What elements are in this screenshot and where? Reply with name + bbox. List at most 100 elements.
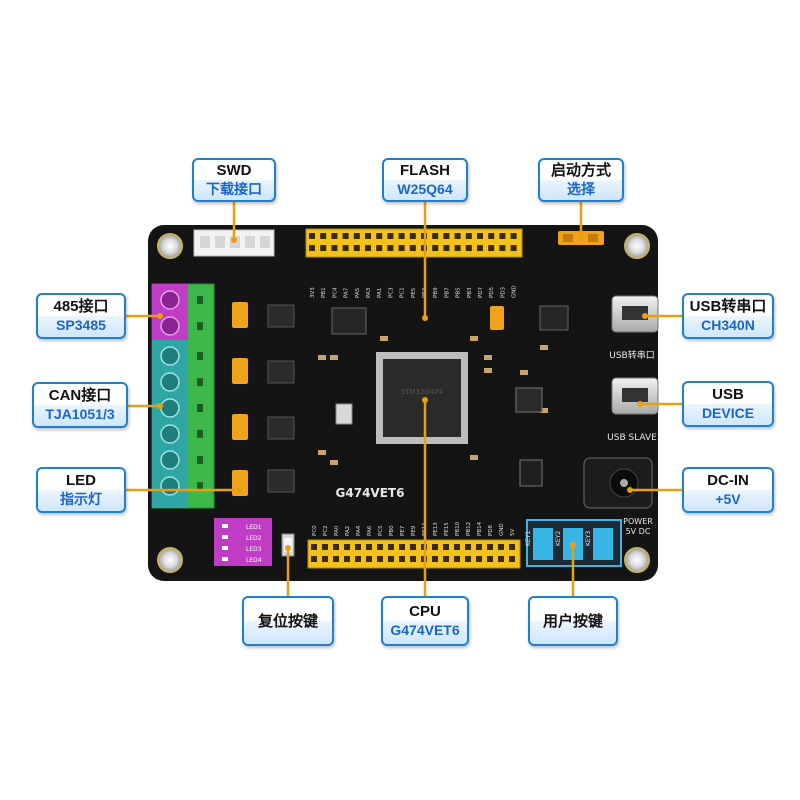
cpu-chip: STM32G474 bbox=[376, 352, 468, 444]
callout-flash-title: FLASH bbox=[400, 162, 450, 179]
callout-boot-title: 启动方式 bbox=[550, 162, 611, 179]
pin-hole bbox=[377, 556, 383, 562]
pin-label: PB0 bbox=[389, 525, 395, 536]
pin-hole bbox=[388, 556, 394, 562]
pin-label: PC4 bbox=[332, 287, 338, 298]
board-model-silk: G474VET6 bbox=[336, 486, 405, 500]
pin-hole bbox=[487, 556, 493, 562]
pin-hole bbox=[320, 233, 327, 239]
pin-hole bbox=[355, 556, 361, 562]
pin-hole bbox=[476, 544, 482, 550]
jumpers-left bbox=[232, 302, 248, 496]
pin-hole bbox=[443, 233, 450, 239]
pin-hole bbox=[432, 245, 439, 251]
jumper-jp2 bbox=[490, 306, 504, 330]
pin-label: PA5 bbox=[355, 287, 361, 298]
callout-led-title: LED bbox=[66, 472, 96, 489]
pin-hole bbox=[377, 544, 383, 550]
pin-hole bbox=[399, 544, 405, 550]
usb-serial-silk: USB转串口 bbox=[609, 349, 654, 361]
pin-hole bbox=[409, 233, 416, 239]
pin-hole bbox=[376, 245, 383, 251]
pin-hole bbox=[499, 245, 506, 251]
pin-label: PB7 bbox=[444, 287, 450, 298]
pin-hole bbox=[443, 544, 449, 550]
callout-led: LED 指示灯 bbox=[36, 467, 126, 513]
pin-hole bbox=[510, 245, 517, 251]
leader-lines bbox=[126, 200, 682, 596]
led-label: LED4 bbox=[246, 557, 262, 564]
callout-usb-device-title: USB bbox=[712, 386, 744, 403]
power-silk: POWER bbox=[623, 517, 653, 526]
callout-reset-title: 复位按键 bbox=[257, 612, 318, 630]
pin-label: PB14 bbox=[477, 521, 483, 536]
pin-hole bbox=[344, 544, 350, 550]
pin-label: PA4 bbox=[356, 525, 362, 536]
pin-label: PC5 bbox=[378, 525, 384, 536]
led-labels: LED1 LED2 LED3 LED4 bbox=[246, 524, 262, 564]
pin-hole bbox=[454, 544, 460, 550]
transceiver-ics bbox=[267, 304, 295, 493]
callout-user-keys-title: 用户按键 bbox=[542, 612, 603, 630]
key-label: KEY3 bbox=[585, 531, 592, 546]
pin-hole bbox=[311, 544, 317, 550]
pin-hole bbox=[376, 233, 383, 239]
pin-label: PD3 bbox=[500, 286, 506, 298]
pin-label: PA3 bbox=[366, 287, 372, 298]
pin-hole bbox=[465, 544, 471, 550]
pin-label: PC3 bbox=[388, 287, 394, 298]
pin-hole bbox=[342, 233, 349, 239]
callout-usb-serial-subtitle: CH340N bbox=[701, 317, 755, 333]
usb-slave-silk: USB SLAVE bbox=[607, 433, 657, 443]
pin-label: PD7 bbox=[478, 286, 484, 298]
callout-swd-title: SWD bbox=[216, 162, 252, 179]
diode bbox=[519, 459, 543, 487]
callout-can: CAN接口 TJA1051/3 bbox=[32, 382, 128, 428]
pin-label: 5V bbox=[510, 529, 516, 536]
pin-hole bbox=[509, 544, 515, 550]
mounting-holes bbox=[157, 233, 650, 573]
callout-cpu: CPU G474VET6 bbox=[381, 596, 469, 646]
pin-hole bbox=[331, 245, 338, 251]
passive-components bbox=[318, 336, 548, 465]
callout-485-subtitle: SP3485 bbox=[56, 317, 106, 333]
top-pin-header bbox=[305, 228, 523, 258]
terminal-block bbox=[151, 283, 215, 509]
pin-label: PC0 bbox=[312, 525, 318, 536]
pin-label: PE15 bbox=[444, 522, 450, 536]
pin-label: PB3 bbox=[467, 287, 473, 298]
pin-hole bbox=[366, 556, 372, 562]
pin-hole bbox=[465, 245, 472, 251]
pin-hole bbox=[465, 233, 472, 239]
pin-hole bbox=[454, 233, 461, 239]
pin-hole bbox=[365, 233, 371, 239]
crystal bbox=[335, 403, 353, 425]
power-dc-silk: 5V DC bbox=[626, 527, 651, 536]
svg-text:STM32G474: STM32G474 bbox=[401, 388, 444, 396]
pin-hole bbox=[387, 245, 394, 251]
key-label: KEY1 bbox=[525, 531, 532, 546]
pin-label: PE9 bbox=[411, 525, 417, 536]
pin-label: PD8 bbox=[488, 524, 494, 536]
callout-reset: 复位按键 bbox=[242, 596, 334, 646]
pin-label: PB1 bbox=[321, 287, 327, 298]
pin-label: PC2 bbox=[323, 525, 329, 536]
pin-hole bbox=[344, 556, 350, 562]
callout-usb-serial-title: USB转串口 bbox=[689, 298, 767, 315]
pin-label: PB9 bbox=[433, 287, 439, 298]
pin-label: PA7 bbox=[344, 287, 350, 298]
pin-hole bbox=[333, 556, 339, 562]
callout-flash: FLASH W25Q64 bbox=[382, 158, 468, 202]
pin-hole bbox=[309, 233, 315, 239]
callout-usb-device-subtitle: DEVICE bbox=[701, 405, 755, 421]
pin-hole bbox=[353, 233, 360, 239]
pin-hole bbox=[355, 544, 361, 550]
pin-hole bbox=[342, 245, 349, 251]
pin-hole bbox=[399, 556, 405, 562]
pin-hole bbox=[331, 233, 338, 239]
callout-boot: 启动方式 选择 bbox=[538, 158, 624, 202]
pin-label: PB5 bbox=[456, 287, 462, 298]
ch340n-chip bbox=[539, 305, 569, 331]
flash-chip bbox=[331, 307, 367, 335]
